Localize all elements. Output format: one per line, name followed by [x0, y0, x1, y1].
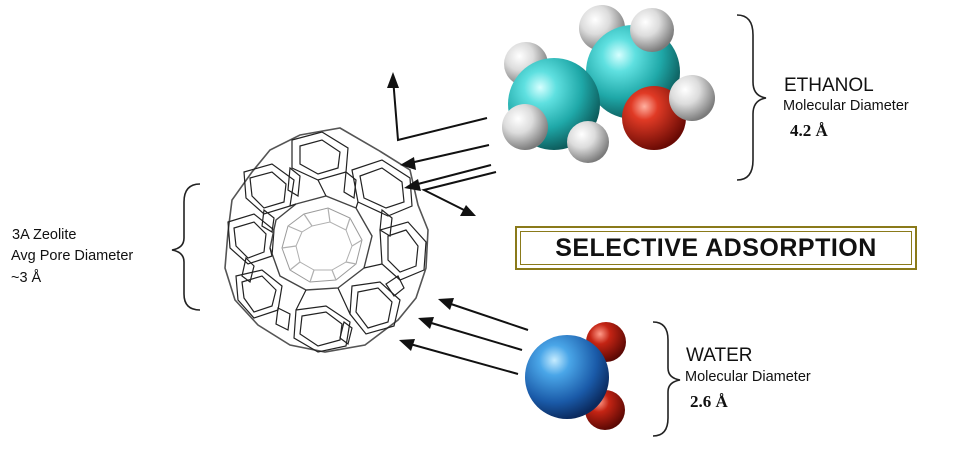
ethanol-hydrogen-atom — [669, 75, 715, 121]
ethanol-diameter-value: 4.2 Å — [790, 121, 828, 140]
ethanol-hydrogen-atom — [502, 104, 548, 150]
selective-adsorption-banner: SELECTIVE ADSORPTION — [515, 226, 917, 270]
zeolite-name: 3A Zeolite — [12, 227, 77, 243]
ethanol-molecule — [502, 5, 715, 163]
water-molecule — [525, 322, 626, 430]
ethanol-diameter-label: Molecular Diameter — [783, 98, 909, 114]
water-brace — [652, 321, 681, 437]
water-diameter-value: 2.6 Å — [690, 392, 728, 411]
ethanol-brace — [736, 14, 767, 181]
zeolite-pore-value: ~3 Å — [11, 270, 42, 286]
ethanol-hydrogen-atom — [567, 121, 609, 163]
water-oxygen-atom — [525, 335, 609, 419]
banner-inner-frame: SELECTIVE ADSORPTION — [520, 231, 912, 265]
water-name: WATER — [686, 345, 753, 366]
zeolite-structure — [224, 127, 429, 353]
ethanol-name: ETHANOL — [784, 75, 874, 96]
zeolite-pore-label: Avg Pore Diameter — [11, 248, 134, 264]
banner-text: SELECTIVE ADSORPTION — [555, 233, 877, 262]
adsorption-arrows — [399, 298, 529, 375]
rejection-arrows — [387, 72, 497, 216]
water-diameter-label: Molecular Diameter — [685, 369, 811, 385]
zeolite-brace — [171, 183, 201, 311]
ethanol-hydrogen-atom — [630, 8, 674, 52]
